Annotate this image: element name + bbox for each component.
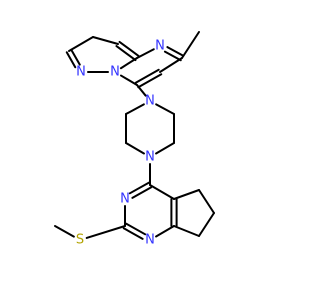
double-bond — [137, 73, 163, 89]
atom-n-pyrimidine-bottom: N — [145, 233, 155, 248]
single-bond — [136, 84, 147, 97]
double-bond — [118, 40, 140, 57]
single-bond — [92, 36, 119, 45]
single-methyl-bond — [54, 225, 75, 238]
single-bond — [149, 184, 175, 200]
single-bond — [125, 103, 145, 115]
double-bond — [134, 68, 160, 84]
single-bond — [155, 142, 175, 155]
atom-n-pyrimidine-left: N — [120, 192, 130, 207]
single-bond — [173, 189, 200, 200]
single-bond — [155, 103, 175, 115]
double-bond — [166, 46, 185, 57]
double-bond — [163, 50, 182, 62]
single-bond — [159, 57, 183, 73]
double-bond — [128, 181, 150, 195]
double-bond — [131, 186, 153, 199]
atom-labels: N N N N N N N S — [76, 39, 165, 248]
atom-n-pyrimidine-top: N — [155, 39, 165, 54]
atom-n-piperazine-top: N — [145, 94, 155, 109]
atom-n-piperazine-bottom: N — [145, 150, 155, 165]
single-bond — [198, 189, 215, 214]
single-bond — [85, 225, 126, 239]
single-bond — [125, 142, 145, 155]
single-bond — [173, 225, 200, 237]
molecule-structure-diagram: N N N N N N N S — [0, 0, 300, 300]
atom-n-bridgehead: N — [110, 65, 120, 80]
double-bond — [115, 45, 137, 62]
background — [0, 0, 300, 300]
double-bond — [122, 227, 144, 240]
single-bond — [136, 48, 155, 59]
atom-n-pyrazole: N — [76, 65, 86, 80]
double-bond — [125, 222, 147, 236]
single-bond — [68, 36, 94, 52]
single-bond — [198, 212, 215, 237]
single-bond — [120, 74, 138, 86]
single-bond — [155, 225, 175, 238]
double-bond — [65, 51, 77, 69]
atom-s-thioether: S — [76, 233, 84, 248]
bond-lines — [54, 31, 215, 240]
single-methyl-bond — [181, 31, 200, 59]
double-bond — [70, 48, 81, 66]
